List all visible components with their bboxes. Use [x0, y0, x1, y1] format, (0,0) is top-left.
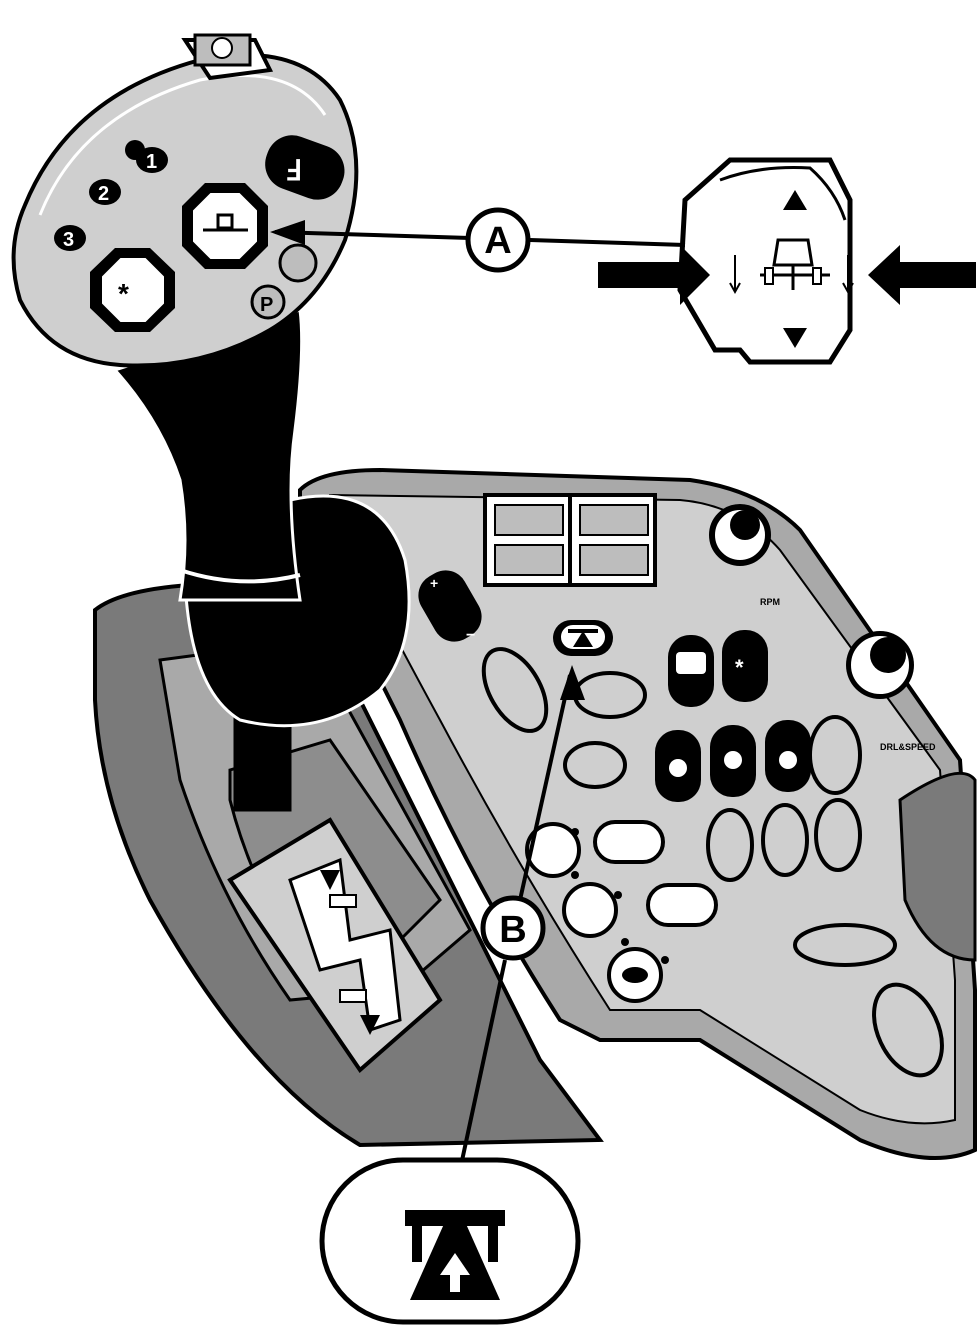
press-arrow-right-icon	[868, 245, 976, 305]
svg-text:*: *	[735, 655, 744, 680]
mode-button[interactable]	[593, 820, 665, 864]
callout-a-letter: A	[484, 220, 511, 262]
joystick[interactable]: 1 2 3 Ⅎ *	[11, 33, 411, 812]
joystick-button-3[interactable]: 3	[54, 225, 86, 251]
road-arrow-icon-small	[568, 629, 598, 647]
panel-button[interactable]	[761, 803, 809, 877]
panel-button[interactable]	[861, 974, 956, 1086]
inset-button-symbol	[319, 1157, 581, 1325]
svg-text:1: 1	[146, 151, 157, 173]
raise-arrow-icon	[783, 190, 807, 210]
lower-arrow-icon	[783, 328, 807, 348]
callout-b-letter: B	[499, 909, 526, 951]
armrest-recess	[898, 771, 977, 962]
throttle-paddles[interactable]	[483, 493, 657, 587]
inset-hitch-switch-detail	[598, 157, 976, 365]
callout-b: B	[458, 665, 585, 1171]
hitch-icon	[203, 213, 248, 232]
turtle-icon	[622, 967, 648, 983]
panel-button[interactable]	[793, 923, 897, 967]
rpm-knob-label: RPM	[760, 597, 780, 607]
svg-text:+: +	[430, 575, 438, 591]
svg-text:2: 2	[98, 183, 109, 205]
joystick-round-button[interactable]	[278, 243, 318, 283]
svg-text:Ⅎ: Ⅎ	[285, 155, 301, 186]
road-arrow-icon	[405, 1210, 505, 1300]
plus-minus-rocker[interactable]: + −	[410, 562, 489, 649]
panel-button[interactable]	[471, 639, 559, 742]
panel-button[interactable]	[573, 671, 647, 719]
mode-button[interactable]	[562, 882, 618, 938]
hitch-control-switch[interactable]	[182, 183, 268, 269]
auto-track-button[interactable]	[553, 620, 613, 656]
park-icon: P	[260, 294, 273, 316]
panel-buttons-plain[interactable]	[471, 639, 956, 1087]
drl-speed-knob-label: DRL&SPEED	[880, 742, 936, 752]
svg-text:−: −	[466, 627, 475, 644]
mode-button[interactable]	[646, 883, 718, 927]
asterisk-icon: *	[118, 278, 129, 309]
shift-gate-plate	[227, 817, 443, 1073]
joystick-shift-button[interactable]: Ⅎ	[258, 128, 352, 207]
panel-buttons-black[interactable]: *	[655, 630, 811, 802]
panel-button[interactable]	[706, 808, 754, 882]
callout-a-arrowhead	[270, 220, 305, 245]
joystick-neck	[112, 308, 304, 602]
joystick-small-button[interactable]	[125, 140, 145, 160]
joystick-top-switch[interactable]	[181, 33, 274, 81]
panel-button[interactable]	[563, 741, 627, 789]
svg-text:3: 3	[63, 229, 74, 251]
panel-button[interactable]	[814, 798, 862, 872]
drl-speed-knob[interactable]	[846, 631, 914, 699]
control-panel: + − RPM DRL&SPEED	[298, 467, 977, 1160]
panel-button[interactable]	[808, 715, 862, 795]
press-arrow-left-icon	[598, 245, 710, 305]
joystick-button-2[interactable]: 2	[89, 179, 121, 205]
mode-button[interactable]	[525, 822, 581, 878]
function-button[interactable]	[722, 630, 768, 702]
rpm-knob[interactable]	[709, 504, 771, 566]
mode-selector-buttons[interactable]	[525, 820, 718, 1003]
park-button[interactable]: P	[250, 284, 286, 320]
shift-down-arrow-icon	[360, 1015, 380, 1035]
callout-a: A	[270, 207, 686, 273]
shift-up-arrow-icon	[320, 870, 340, 890]
left-octagon-switch[interactable]: *	[90, 248, 175, 332]
callout-b-arrowhead	[560, 665, 585, 700]
